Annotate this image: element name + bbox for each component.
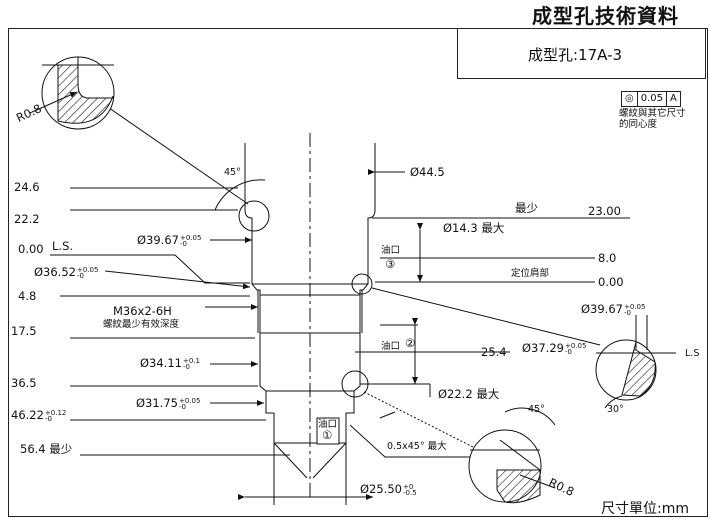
port-circle-2 [341, 370, 369, 398]
dim-0-00-right: 0.00 [598, 275, 624, 289]
detail-view-bottom [468, 407, 556, 504]
page-title: 成型孔技術資料 [532, 4, 679, 28]
ctrl-tolerance: 0.05 [638, 92, 667, 106]
port-1-number: ① [322, 428, 333, 442]
min-label: 最少 [515, 201, 538, 215]
port-3-number: ③ [385, 257, 396, 271]
oil-port-3-label: 油口 [381, 245, 401, 256]
detail-view-right [595, 315, 676, 409]
dia-34-11: Ø34.11+0.1-0 [140, 356, 200, 371]
dim-17-5: 17.5 [11, 324, 37, 338]
dim-23-00: 23.00 [588, 204, 621, 218]
dia-37-29: Ø37.29+0.05-0 [522, 341, 587, 356]
dia-44-5: Ø44.5 [410, 165, 445, 179]
dim-4-8: 4.8 [18, 289, 37, 303]
detail-right-ls: L.S [685, 348, 700, 359]
detail-right-angle: 30° [607, 404, 624, 415]
thread-spec: M36x2-6H [113, 304, 172, 318]
dim-46-22: 46.22+0.12-0 [11, 408, 67, 423]
dim-56-4: 56.4 最少 [20, 442, 73, 456]
dim-24-6: 24.6 [14, 180, 40, 194]
units-label: 尺寸單位:mm [601, 501, 689, 517]
dim-25-4: 25.4 [481, 345, 507, 359]
dia-25-50: Ø25.50+0-0.5 [360, 482, 417, 497]
part-profile-right [312, 143, 376, 479]
dia-39-67: Ø39.67+0.05-0 [137, 233, 202, 248]
detail-top-angle: 45° [224, 167, 241, 178]
dim-ls-left: L.S. [52, 239, 74, 253]
part-profile-left [244, 143, 308, 479]
detail-bottom-angle: 45° [528, 404, 545, 415]
ctrl-datum: A [670, 93, 677, 104]
port-circle-3 [351, 273, 373, 295]
dim-36-5: 36.5 [11, 376, 37, 390]
dim-8-0: 8.0 [598, 251, 617, 265]
concentricity-icon: ◎ [622, 92, 638, 106]
dim-0-00-left: 0.00 [18, 242, 44, 256]
port-2-number: ② [405, 336, 416, 350]
oil-port-2-label: 油口 [381, 341, 401, 352]
dia-14-3-max: Ø14.3 最大 [443, 221, 505, 235]
port-circle-top-left [238, 200, 270, 232]
detail-right-dia: Ø39.67+0.05-0 [581, 302, 646, 317]
chamfer-label: 0.5x45° 最大 [387, 441, 447, 452]
concentricity-note: 螺紋與其它尺寸 的同心度 [619, 108, 686, 130]
oil-port-1-label: 油口 [318, 419, 338, 430]
part-label: 成型孔:17A-3 [528, 46, 623, 64]
dim-22-2: 22.2 [14, 212, 40, 226]
detail-view-top [29, 56, 115, 130]
dia-22-2-max: Ø22.2 最大 [438, 387, 500, 401]
seat-label: 定位肩部 [511, 268, 550, 279]
part-title-box: 成型孔:17A-3 [457, 28, 706, 79]
dim-36-52: Ø36.52+0.05-0 [34, 265, 99, 280]
dia-31-75: Ø31.75+0.05-0 [136, 396, 201, 411]
concentricity-frame: ◎ 0.05 A [621, 91, 681, 107]
thread-note: 螺紋最少有效深度 [103, 319, 180, 330]
